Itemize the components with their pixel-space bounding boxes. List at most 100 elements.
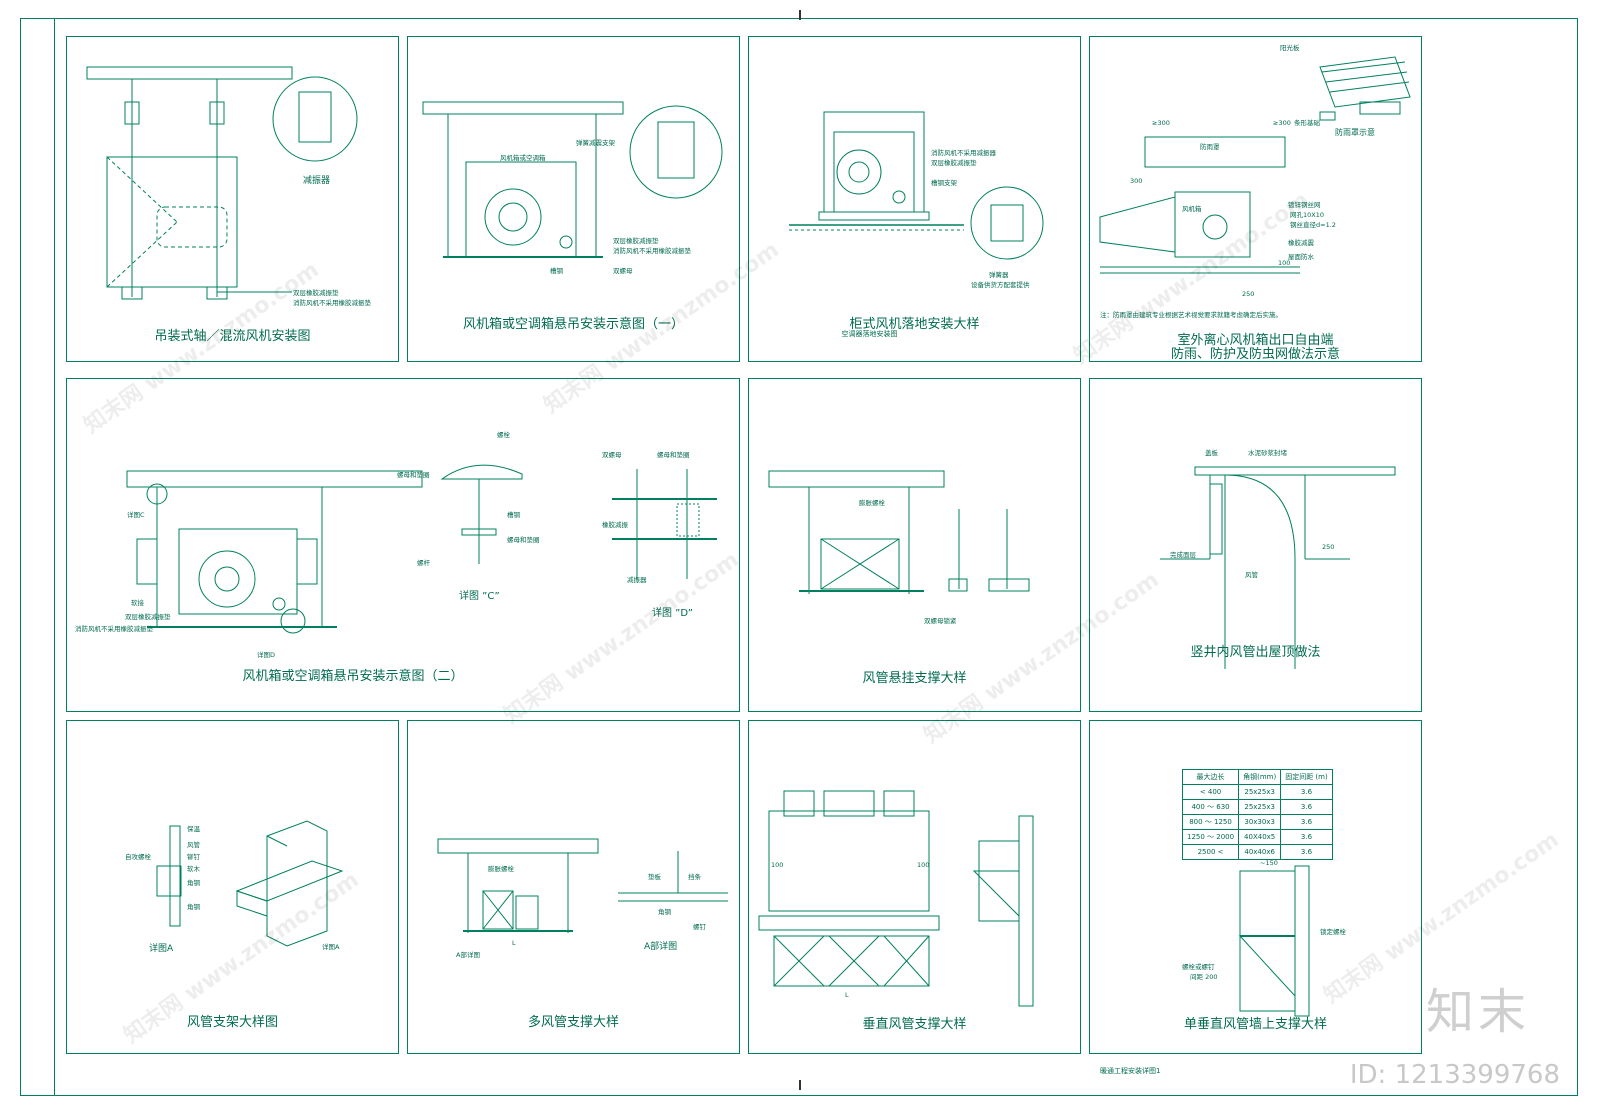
panel-duct-bracket: 保温 风管 铆钉 软木 角钢 自攻螺栓 角钢 详图A 详图A 风管支架大样图 xyxy=(66,720,399,1054)
panel-fan-box-hanging-1: 弹簧减震支架 风机箱或空调箱 双层橡胶减振垫 消防风机不采用橡胶减振垫 槽钢 双… xyxy=(407,36,740,362)
label-angle-steel-2: 角钢 xyxy=(187,903,200,911)
label-a-detail-ref: A部详图 xyxy=(456,951,480,959)
label-locking-bolt: 锁定螺栓 xyxy=(1320,928,1346,936)
label-double-nut: 双螺母 xyxy=(613,267,633,275)
label-fire-fan-note: 消防风机不采用橡胶减振垫 xyxy=(293,299,371,307)
panel-shaft-duct-roof: 盖板 水泥砂浆封堵 完成面层 风管 250 竖井内风管出屋顶做法 xyxy=(1089,378,1422,712)
label-insulation: 保温 xyxy=(187,825,200,833)
dim-150: ~150 xyxy=(1260,859,1278,867)
wall-duct-drawing xyxy=(1238,865,1310,1017)
panel-duct-hanging-support: 膨胀螺栓 双螺母锁紧 风管悬挂支撑大样 xyxy=(748,378,1081,712)
table-cell: 3.6 xyxy=(1280,844,1333,860)
label-cover-plate: 盖板 xyxy=(1205,449,1218,457)
panel-title: 风管悬挂支撑大样 xyxy=(862,671,967,686)
label-channel-bracket: 槽钢支架 xyxy=(931,179,957,187)
label-nut-washer-3: 螺母和垫圈 xyxy=(657,451,690,459)
label-duct: 风管 xyxy=(1245,571,1258,579)
panel-axial-fan-install: 减振器 双层橡胶减振垫 消防风机不采用橡胶减振垫 吊装式轴／混流风机安装图 xyxy=(66,36,399,362)
dim-300-left: ≥300 xyxy=(1152,119,1170,127)
label-wire-mesh: 镀锌钢丝网 xyxy=(1288,201,1321,209)
label-sunshade: 阳光板 xyxy=(1280,44,1300,52)
panel-fan-box-hanging-2: 详图C 软接 双层橡胶减振垫 消防风机不采用橡胶减振垫 详图D 螺栓 螺母和垫圈… xyxy=(66,378,740,712)
label-mesh-hole: 网孔10X10 xyxy=(1290,211,1324,219)
table-row: 2500 < 40x40x6 3.6 xyxy=(1181,844,1333,860)
label-double-nut-lock: 双螺母锁紧 xyxy=(924,617,957,625)
label-bolt-or-screw: 螺栓或螺钉 xyxy=(1182,963,1215,971)
label-detail-d: 详图 ”D” xyxy=(652,608,693,619)
dim-250: 250 xyxy=(1242,290,1255,298)
label-nut-washer-1: 螺母和垫圈 xyxy=(397,471,430,479)
panel-vertical-duct-support: 100 100 L 垂直风管支撑大样 xyxy=(748,720,1081,1054)
fan-box-hanging-drawing xyxy=(422,101,723,258)
cabinet-fan-drawing xyxy=(789,111,1044,260)
panel-title: 柜式风机落地安装大样 xyxy=(849,317,980,332)
panel-title: 多风管支撑大样 xyxy=(527,1015,619,1030)
label-roof-waterproof: 屋面防水 xyxy=(1288,253,1314,261)
label-rubber-damping: 橡胶减振 xyxy=(602,521,628,529)
panel-wall-duct-support: 最大边长 角钢(mm) 固定间距 (m) < 400 25x25x3 3.6 4… xyxy=(1089,720,1422,1054)
panel-outdoor-fan-outlet: 阳光板 条形基础 防雨罩示意 防雨罩 风机箱 镀锌钢丝网 网孔10X10 钢丝直… xyxy=(1089,36,1422,362)
table-header-row: 最大边长 角钢(mm) 固定间距 (m) xyxy=(1181,769,1333,785)
label-screw-rod: 螺杆 xyxy=(417,559,430,567)
panel-title-line2: 防雨、防护及防虫网做法示意 xyxy=(1170,347,1340,362)
label-detail-c: 详图 ”C” xyxy=(459,591,500,602)
dim-100-left: 100 xyxy=(771,861,784,869)
label-rubber-pad: 双层橡胶减振垫 xyxy=(613,237,659,245)
panel-title: 竖井内风管出屋顶做法 xyxy=(1190,645,1321,660)
label-bolt: 螺栓 xyxy=(497,431,510,439)
label-spring: 弹簧器 xyxy=(989,271,1009,279)
label-detail-d-ref: 详图D xyxy=(257,651,276,659)
panel-title: 垂直风管支撑大样 xyxy=(862,1017,967,1032)
label-rain-cover: 防雨罩 xyxy=(1200,143,1220,151)
label-detail-a-ref: 详图A xyxy=(322,943,340,951)
dim-300-right: ≥300 xyxy=(1273,119,1291,127)
table-cell: 40x40x6 xyxy=(1238,844,1282,860)
label-rubber-pad: 双层橡胶减振垫 xyxy=(293,289,339,297)
duct-hanging-drawing xyxy=(768,470,1030,594)
dim-l: L xyxy=(845,991,849,999)
panel-title: 风机箱或空调箱悬吊安装示意图（一） xyxy=(462,317,684,332)
label-spacing-200: 间距 200 xyxy=(1190,973,1218,981)
label-a-detail: A部详图 xyxy=(644,942,678,952)
label-retaining-strip: 挡条 xyxy=(688,873,701,881)
label-no-damper-note: 消防风机不采用减振器 xyxy=(931,149,996,157)
center-mark-top xyxy=(799,10,801,20)
panel-multi-duct-support: 膨胀螺栓 A部详图 A部详图 垫板 挡条 角钢 螺钉 L 多风管支撑大样 xyxy=(407,720,740,1054)
label-rain-cover-note: 防雨罩示意 xyxy=(1335,128,1375,137)
label-damper: 减振器 xyxy=(627,576,647,584)
dim-l: L xyxy=(512,939,516,947)
dim-100-right: 100 xyxy=(917,861,930,869)
axial-fan-drawing xyxy=(86,66,358,300)
panel-subtitle: 空调器落地安装图 xyxy=(841,330,898,338)
label-detail-c-ref: 详图C xyxy=(127,511,145,519)
panel-title: 吊装式轴／混流风机安装图 xyxy=(154,329,311,344)
multi-duct-drawing xyxy=(437,838,728,933)
panel-title: 单垂直风管墙上支撑大样 xyxy=(1183,1017,1327,1032)
dim-250: 250 xyxy=(1322,543,1335,551)
angle-steel-spec-table: 最大边长 角钢(mm) 固定间距 (m) < 400 25x25x3 3.6 4… xyxy=(1181,769,1333,860)
duct-bracket-drawing xyxy=(156,820,344,947)
label-fan-box: 风机箱或空调箱 xyxy=(500,154,546,162)
table-row: 800 ～ 1250 30x30x3 3.6 xyxy=(1181,814,1333,830)
label-pad: 垫板 xyxy=(648,873,661,881)
center-mark-bottom xyxy=(799,1080,801,1090)
dim-300-vertical: 300 xyxy=(1130,177,1143,185)
label-note: 注：防雨罩由建筑专业根据艺术视觉要求就籍考虑确定后实施。 xyxy=(1100,311,1282,319)
label-strip-base: 条形基础 xyxy=(1294,119,1320,127)
vertical-duct-drawing xyxy=(758,790,1034,1007)
label-rubber-damp: 橡胶减震 xyxy=(1288,239,1314,247)
label-screw: 螺钉 xyxy=(693,923,706,931)
label-fire-fan-note: 消防风机不采用橡胶减振垫 xyxy=(75,625,153,633)
label-detail-a: 详图A xyxy=(149,944,174,954)
outdoor-fan-drawing xyxy=(1099,56,1411,274)
dim-100: 100 xyxy=(1278,259,1291,267)
drawing-inner-frame xyxy=(54,19,1566,1095)
header-spacing: 固定间距 (m) xyxy=(1280,769,1333,785)
label-duct: 风管 xyxy=(187,841,200,849)
label-wire-diameter: 钢丝直径d=1.2 xyxy=(1290,221,1336,229)
image-id: ID: 1213399768 xyxy=(1349,1060,1560,1090)
label-mortar-seal: 水泥砂浆封堵 xyxy=(1248,449,1287,457)
sheet-caption: 暖通工程安装详图1 xyxy=(1100,1067,1161,1075)
panel-cabinet-fan-floor: 消防风机不采用减振器 双层橡胶减振垫 槽钢支架 弹簧器 设备供货方配套提供 柜式… xyxy=(748,36,1081,362)
table-row: 400 ～ 630 25x25x3 3.6 xyxy=(1181,799,1333,815)
